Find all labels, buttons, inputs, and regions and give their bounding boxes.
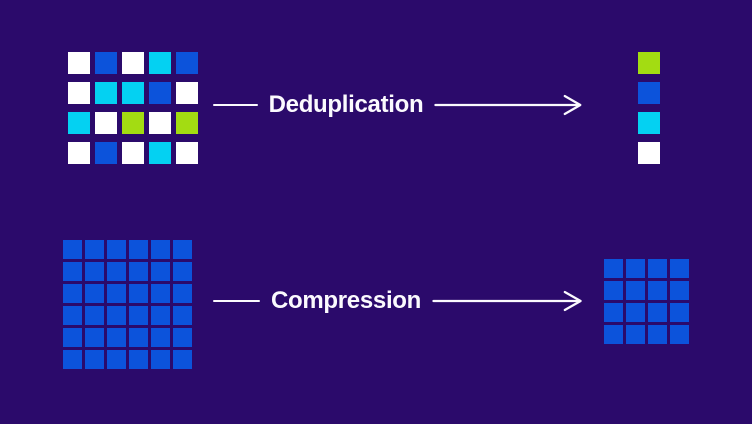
data-block-blue [151, 284, 170, 303]
compression-label: Compression [270, 287, 422, 314]
deduplication-label: Deduplication [268, 91, 424, 118]
data-block-blue [63, 350, 82, 369]
deduplication-source-blocks-grid [68, 52, 198, 164]
data-block-blue [151, 262, 170, 281]
data-block-blue [648, 303, 667, 322]
compression-arrow: Compression [213, 288, 585, 314]
data-block-cyan [149, 142, 171, 164]
data-block-blue [173, 240, 192, 259]
data-block-blue [173, 350, 192, 369]
data-block-blue [670, 281, 689, 300]
data-block-blue [107, 350, 126, 369]
data-block-blue [107, 240, 126, 259]
data-block-blue [670, 325, 689, 344]
compression-source-blocks-grid [63, 240, 192, 369]
data-block-white [638, 142, 660, 164]
data-block-blue [129, 262, 148, 281]
deduplication-arrow: Deduplication [213, 92, 585, 118]
data-block-blue [173, 306, 192, 325]
data-block-cyan [95, 82, 117, 104]
data-block-blue [604, 259, 623, 278]
data-block-blue [604, 281, 623, 300]
data-block-white [176, 82, 198, 104]
data-block-white [122, 52, 144, 74]
data-block-blue [63, 262, 82, 281]
data-block-cyan [149, 52, 171, 74]
data-block-blue [626, 281, 645, 300]
compressed-blocks-grid [604, 259, 689, 344]
data-block-white [122, 142, 144, 164]
data-block-lime [176, 112, 198, 134]
data-block-white [95, 112, 117, 134]
data-block-blue [626, 259, 645, 278]
data-block-blue [63, 240, 82, 259]
data-block-blue [626, 325, 645, 344]
data-block-blue [149, 82, 171, 104]
data-block-lime [638, 52, 660, 74]
data-block-blue [176, 52, 198, 74]
data-block-blue [85, 262, 104, 281]
data-block-blue [173, 328, 192, 347]
data-block-blue [648, 325, 667, 344]
data-block-blue [129, 328, 148, 347]
data-block-cyan [68, 112, 90, 134]
data-block-blue [95, 52, 117, 74]
right-arrow-icon [434, 92, 585, 118]
data-block-blue [95, 142, 117, 164]
data-block-blue [129, 350, 148, 369]
data-block-blue [626, 303, 645, 322]
data-block-blue [85, 328, 104, 347]
data-block-blue [638, 82, 660, 104]
data-block-cyan [122, 82, 144, 104]
data-block-blue [129, 306, 148, 325]
data-block-blue [63, 284, 82, 303]
data-block-blue [85, 350, 104, 369]
data-block-blue [107, 306, 126, 325]
deduplicated-unique-blocks-column [638, 52, 660, 164]
data-block-blue [151, 306, 170, 325]
arrow-line-left [213, 104, 258, 106]
data-block-blue [107, 284, 126, 303]
data-block-blue [151, 350, 170, 369]
data-block-blue [85, 284, 104, 303]
data-block-white [176, 142, 198, 164]
data-block-blue [107, 262, 126, 281]
data-block-white [68, 52, 90, 74]
data-block-blue [85, 306, 104, 325]
data-block-white [149, 112, 171, 134]
data-block-blue [604, 303, 623, 322]
data-block-cyan [638, 112, 660, 134]
data-block-blue [151, 240, 170, 259]
data-block-white [68, 142, 90, 164]
data-block-blue [63, 328, 82, 347]
data-block-blue [173, 262, 192, 281]
data-block-blue [129, 240, 148, 259]
data-block-blue [151, 328, 170, 347]
data-block-blue [670, 303, 689, 322]
data-block-blue [63, 306, 82, 325]
data-block-blue [648, 281, 667, 300]
data-block-blue [129, 284, 148, 303]
data-block-lime [122, 112, 144, 134]
data-block-white [68, 82, 90, 104]
data-block-blue [604, 325, 623, 344]
data-block-blue [670, 259, 689, 278]
data-block-blue [107, 328, 126, 347]
arrow-line-left [213, 300, 260, 302]
data-block-blue [85, 240, 104, 259]
data-block-blue [173, 284, 192, 303]
right-arrow-icon [432, 288, 585, 314]
data-block-blue [648, 259, 667, 278]
